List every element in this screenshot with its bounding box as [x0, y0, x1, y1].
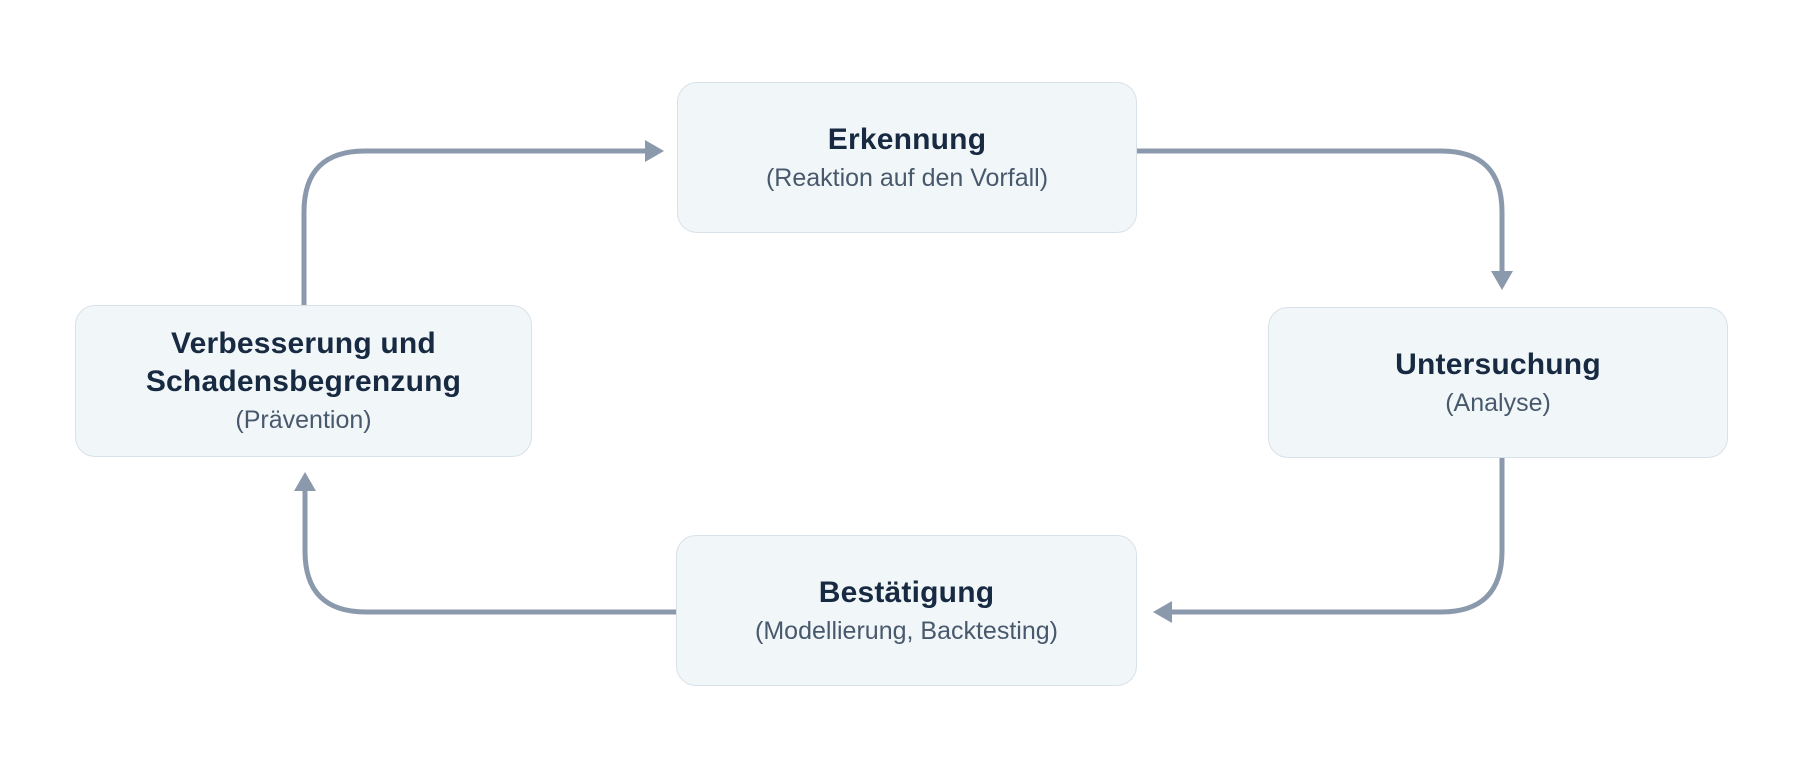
node-erkennung: Erkennung (Reaktion auf den Vorfall): [677, 82, 1137, 233]
node-bestaetigung: Bestätigung (Modellierung, Backtesting): [676, 535, 1137, 686]
arrow-verbesserung-to-erkennung: [301, 140, 664, 306]
node-title: Untersuchung: [1395, 347, 1601, 381]
node-subtitle: (Modellierung, Backtesting): [755, 616, 1058, 645]
arrow-untersuchung-to-bestaetigung: [1153, 458, 1505, 623]
node-untersuchung: Untersuchung (Analyse): [1268, 307, 1728, 458]
node-title: Verbesserung und Schadensbegrenzung: [145, 327, 462, 398]
node-subtitle: (Prävention): [235, 406, 372, 434]
node-subtitle: (Analyse): [1445, 388, 1551, 417]
arrow-bestaetigung-to-verbesserung: [294, 472, 676, 615]
node-title: Bestätigung: [818, 575, 995, 609]
node-title: Erkennung: [827, 122, 987, 156]
node-subtitle: (Reaktion auf den Vorfall): [765, 163, 1049, 192]
arrow-erkennung-to-untersuchung: [1137, 148, 1513, 290]
node-verbesserung: Verbesserung und Schadensbegrenzung (Prä…: [75, 305, 532, 457]
